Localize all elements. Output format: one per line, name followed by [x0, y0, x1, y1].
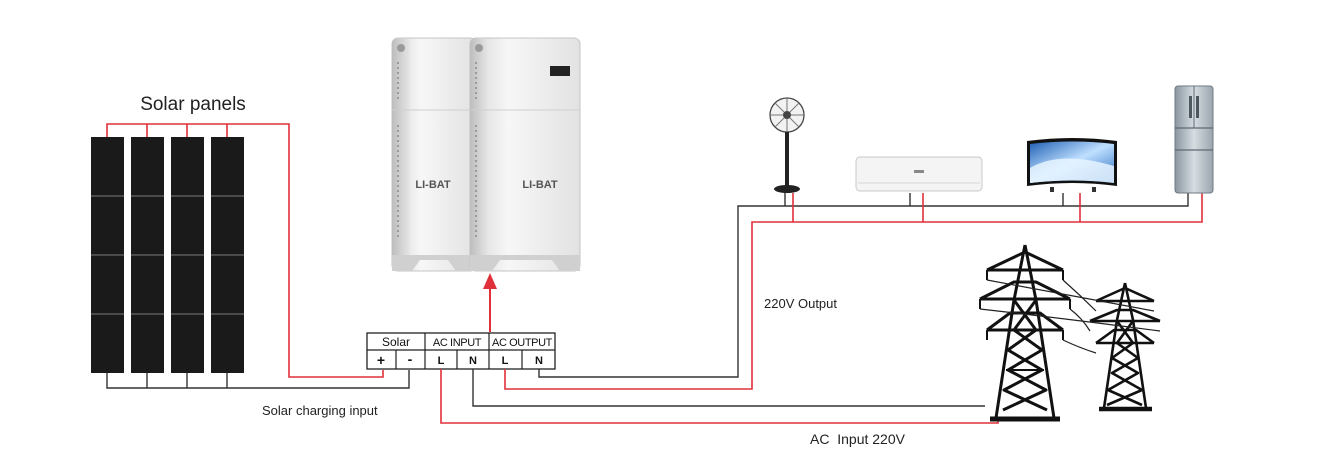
solar-negative-wire	[106, 370, 410, 389]
battery-display-screen	[550, 66, 570, 76]
ac-output-live-wire	[504, 193, 1203, 390]
solar-panels-label: Solar panels	[140, 94, 246, 115]
terminal-ac-output-neutral: N	[535, 355, 543, 367]
terminal-header-solar: Solar	[382, 335, 410, 349]
terminal-ac-input-neutral: N	[469, 355, 477, 367]
solar-panel-array	[91, 137, 244, 373]
ac-input-neutral-wire	[472, 369, 985, 407]
terminal-header-ac-input: AC INPUT	[433, 337, 482, 349]
refrigerator-icon	[1174, 85, 1214, 194]
solar-panel	[91, 137, 124, 373]
battery-connection-arrow	[483, 273, 497, 332]
terminal-header-ac-output: AC OUTPUT	[492, 337, 553, 349]
terminal-solar-positive: +	[377, 352, 385, 368]
solar-positive-wire	[106, 123, 384, 378]
ac-input-220v-label: AC Input 220V	[810, 431, 906, 447]
terminal-ac-input-live: L	[438, 355, 445, 367]
terminal-solar-negative: -	[408, 351, 413, 367]
battery-right-label: LI-BAT	[522, 179, 558, 191]
battery-left: LI-BAT	[391, 37, 477, 272]
solar-panel	[131, 137, 164, 373]
solar-panel	[171, 137, 204, 373]
power-tower-small-icon	[1089, 282, 1161, 412]
television-icon	[1027, 138, 1117, 192]
air-conditioner-icon	[855, 156, 983, 192]
terminal-ac-output-live: L	[502, 355, 509, 367]
fan-icon	[769, 97, 805, 193]
battery-right: LI-BAT	[469, 37, 581, 272]
power-tower-large-icon	[979, 244, 1071, 422]
battery-left-label: LI-BAT	[415, 179, 451, 191]
terminal-block: Solar AC INPUT AC OUTPUT + - L N L N	[366, 332, 556, 370]
solar-charging-input-label: Solar charging input	[262, 403, 378, 418]
ac-output-neutral-wire	[538, 193, 1189, 378]
transmission-lines	[979, 279, 1161, 354]
output-220v-label: 220V Output	[764, 296, 837, 311]
solar-panel	[211, 137, 244, 373]
